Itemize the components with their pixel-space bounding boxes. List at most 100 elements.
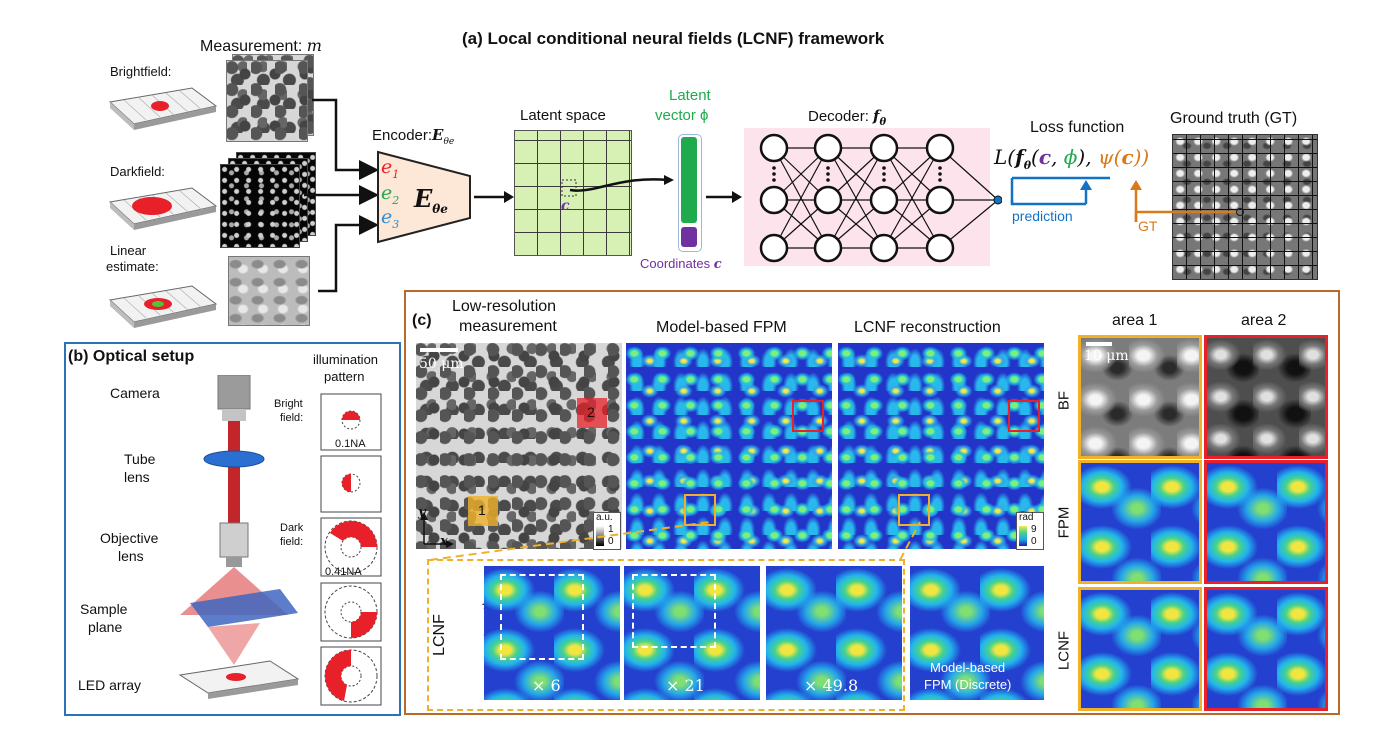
latent-to-decoder-arrow <box>706 191 742 203</box>
panel-b-frame <box>64 342 401 716</box>
ground-truth-image <box>1172 134 1318 280</box>
optical-setup-drawing <box>178 375 300 699</box>
latent-c-symbol: c <box>561 198 570 214</box>
area-1-box-number: 1 <box>478 502 486 518</box>
au-min: 0 <box>608 536 614 547</box>
dark-field-label-2: field: <box>280 536 304 548</box>
encoder-symbol: Eθe <box>414 184 448 216</box>
area1-fpm <box>1078 460 1202 584</box>
lcnf-recon-image <box>838 343 1044 549</box>
zoom-x6-image <box>484 566 620 700</box>
latent-space-grid <box>514 130 632 256</box>
area1-bf <box>1078 335 1202 459</box>
zoom-strip-frame <box>427 559 905 711</box>
led-array-label: LED array <box>78 677 142 693</box>
row-label-bf: BF <box>1055 390 1073 411</box>
linear-estimate-label-2: estimate: <box>106 259 159 274</box>
zoom-x21-roi <box>632 574 716 648</box>
measurement-label: Measurement: m <box>200 36 322 55</box>
panel-b-title: (b) Optical setup <box>68 348 195 365</box>
illumination-pattern-1 <box>320 393 382 451</box>
rad-colorbar-gradient <box>1019 526 1027 546</box>
low-res-label-2: measurement <box>459 318 557 335</box>
area-1-box-lowres <box>468 496 498 526</box>
area-2-box-number: 2 <box>587 404 595 420</box>
bright-field-label-2: field: <box>280 412 304 424</box>
coordinates-label: Coordinates c <box>640 256 722 272</box>
na-bright-label: 0.1NA <box>335 438 366 450</box>
zoom-x21-label: × 21 <box>666 676 705 695</box>
e3-label: e3 <box>381 206 400 231</box>
camera-label: Camera <box>110 385 160 401</box>
scale-bar-10-label: 10 μm <box>1084 348 1129 364</box>
latent-vector-green <box>681 137 697 223</box>
illumination-label-2: pattern <box>324 369 365 384</box>
latent-vector-purple <box>681 227 697 247</box>
sample-plane-label-2: plane <box>88 619 123 635</box>
area2-lcnf <box>1204 587 1328 711</box>
illumination-pattern-5 <box>320 646 382 706</box>
darkfield-image <box>220 164 300 248</box>
area2-bf <box>1204 335 1328 459</box>
bright-field-label-1: Bright <box>274 398 303 410</box>
area-1-label: area 1 <box>1112 312 1158 329</box>
latent-vector-label-2: vector ϕ <box>655 107 709 124</box>
led-board-darkfield <box>108 187 218 230</box>
illumination-label-1: illumination <box>313 352 379 367</box>
area-1-box-lcnf <box>898 494 930 526</box>
measurement-arrows <box>304 98 379 293</box>
area-2-box-fpm <box>792 400 824 432</box>
area-2-box-lcnf <box>1008 400 1040 432</box>
decoder-label: Decoder: fθ <box>808 107 887 128</box>
decoder-network <box>744 128 1002 266</box>
led-board-brightfield <box>108 87 218 130</box>
e1-label: e1 <box>381 156 400 181</box>
model-fpm-image <box>626 343 832 549</box>
au-label: a.u. <box>596 512 613 523</box>
encoder-trapezoid <box>377 150 471 244</box>
panel-c-title: (c) <box>412 312 432 329</box>
axis-x-label: x <box>440 534 448 549</box>
na-dark-label: 0.41NA <box>325 566 362 578</box>
illumination-pattern-4 <box>320 582 382 642</box>
prediction-label: prediction <box>1012 208 1073 224</box>
sample-plane-label-1: Sample <box>80 601 128 617</box>
axis-arrows <box>420 512 454 548</box>
gt-short-label: GT <box>1138 218 1158 234</box>
area-2-label: area 2 <box>1241 312 1287 329</box>
ground-truth-label: Ground truth (GT) <box>1170 110 1298 127</box>
measurement-symbol: m <box>306 36 322 55</box>
loss-function-label: Loss function <box>1030 119 1125 136</box>
panel-a-title: (a) Local conditional neural fields (LCN… <box>462 29 885 48</box>
rad-label: rad <box>1019 512 1034 523</box>
objective-label-2: lens <box>118 548 144 564</box>
axis-y-label: y <box>418 505 426 520</box>
low-res-label-1: Low-resolution <box>452 298 557 315</box>
model-fpm-label: Model-based FPM <box>656 319 787 336</box>
panel-c-frame <box>404 290 1340 715</box>
zoom-x49-image <box>766 566 902 700</box>
area-2-box-lowres <box>577 398 607 428</box>
area-1-box-fpm <box>684 494 716 526</box>
latent-space-label: Latent space <box>520 107 606 124</box>
zoom-x21-image <box>624 566 760 700</box>
linear-estimate-image <box>228 256 310 326</box>
discrete-label-2: FPM (Discrete) <box>924 677 1012 692</box>
rad-min: 0 <box>1031 536 1037 547</box>
tube-lens-label-2: lens <box>124 469 150 485</box>
discrete-label-1: Model-based <box>930 660 1006 675</box>
scale-bar-10 <box>1086 342 1112 346</box>
tube-lens-label-1: Tube <box>124 451 156 467</box>
scale-bar-50-label: 50 μm <box>419 356 464 372</box>
encoder-label: Encoder:Eθe <box>372 126 455 147</box>
latent-sample-point <box>561 175 674 197</box>
dark-field-label-1: Dark <box>280 522 304 534</box>
led-board-linear <box>108 285 218 328</box>
lcnf-recon-label: LCNF reconstruction <box>854 319 1001 336</box>
objective-label-1: Objective <box>100 530 159 546</box>
gt-pointer <box>1134 207 1245 222</box>
zoom-x6-label: × 6 <box>532 676 561 695</box>
discrete-fpm-image <box>910 566 1044 700</box>
low-res-image <box>416 343 622 549</box>
area2-fpm <box>1204 460 1328 584</box>
